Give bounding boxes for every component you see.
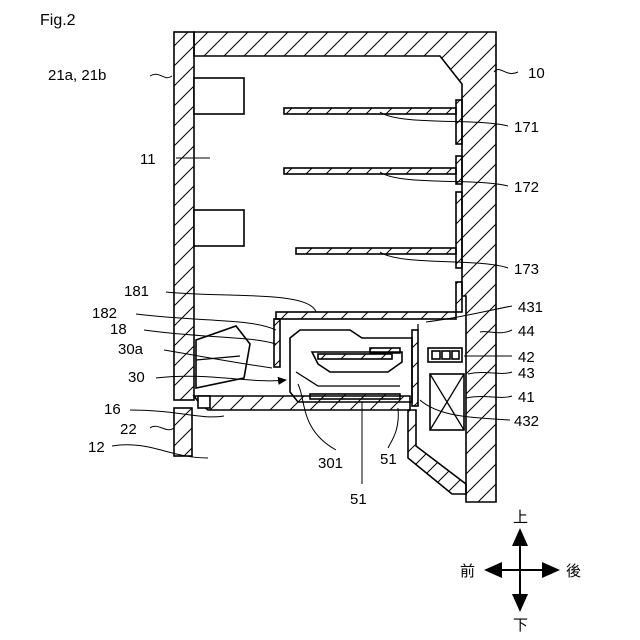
label-182: 182: [92, 305, 117, 322]
ice-tray-bar: [318, 354, 392, 359]
figure-title: Fig.2: [40, 12, 76, 29]
leader-12: [112, 445, 208, 458]
label-432: 432: [514, 413, 539, 430]
label-51-b: 51: [380, 451, 397, 468]
direction-front: 前: [460, 562, 475, 580]
duct-panel: [412, 330, 418, 406]
leader-doors: [150, 74, 172, 77]
label-22: 22: [120, 421, 137, 438]
fan-blade-3: [452, 351, 459, 359]
label-30: 30: [128, 369, 145, 386]
fan-blade-2: [442, 351, 450, 359]
label-43: 43: [518, 365, 535, 382]
front-door: [174, 32, 194, 400]
partition-front: [274, 319, 280, 367]
ice-tray-top: [370, 348, 400, 353]
label-compartment: 11: [140, 151, 156, 168]
partition-shelf: [276, 312, 456, 319]
label-cabinet: 10: [528, 65, 545, 82]
label-18: 18: [110, 321, 127, 338]
label-181: 181: [124, 283, 149, 300]
leader-182: [136, 314, 276, 330]
door-pocket-lower: [194, 210, 244, 246]
label-42: 42: [518, 349, 535, 366]
label-301: 301: [318, 455, 343, 472]
label-431: 431: [518, 299, 543, 316]
label-12: 12: [88, 439, 105, 456]
rail-back-2: [456, 156, 462, 184]
direction-down: 下: [513, 616, 528, 634]
rail-back-4: [456, 282, 462, 312]
rail-back-3: [456, 192, 462, 268]
shelf-173: [296, 248, 456, 254]
door-pocket-upper: [194, 78, 244, 114]
label-shelf-172: 172: [514, 179, 539, 196]
label-30a: 30a: [118, 341, 144, 358]
direction-back: 後: [566, 562, 581, 580]
leader-cabinet: [494, 69, 518, 73]
label-shelf-171: 171: [514, 119, 539, 136]
shelf-171: [284, 108, 456, 114]
fan-blade-1: [432, 351, 440, 359]
label-shelf-173: 173: [514, 261, 539, 278]
direction-up: 上: [513, 508, 528, 526]
label-44: 44: [518, 323, 535, 340]
direction-compass: 上 下 前 後: [460, 508, 581, 634]
shelf-172: [284, 168, 456, 174]
label-41: 41: [518, 389, 535, 406]
leader-22: [150, 426, 174, 429]
label-doors: 21a, 21b: [48, 67, 106, 84]
label-16: 16: [104, 401, 121, 418]
label-51-a: 51: [350, 491, 367, 508]
floor-step: [198, 396, 210, 408]
leader-51-b: [388, 408, 398, 448]
